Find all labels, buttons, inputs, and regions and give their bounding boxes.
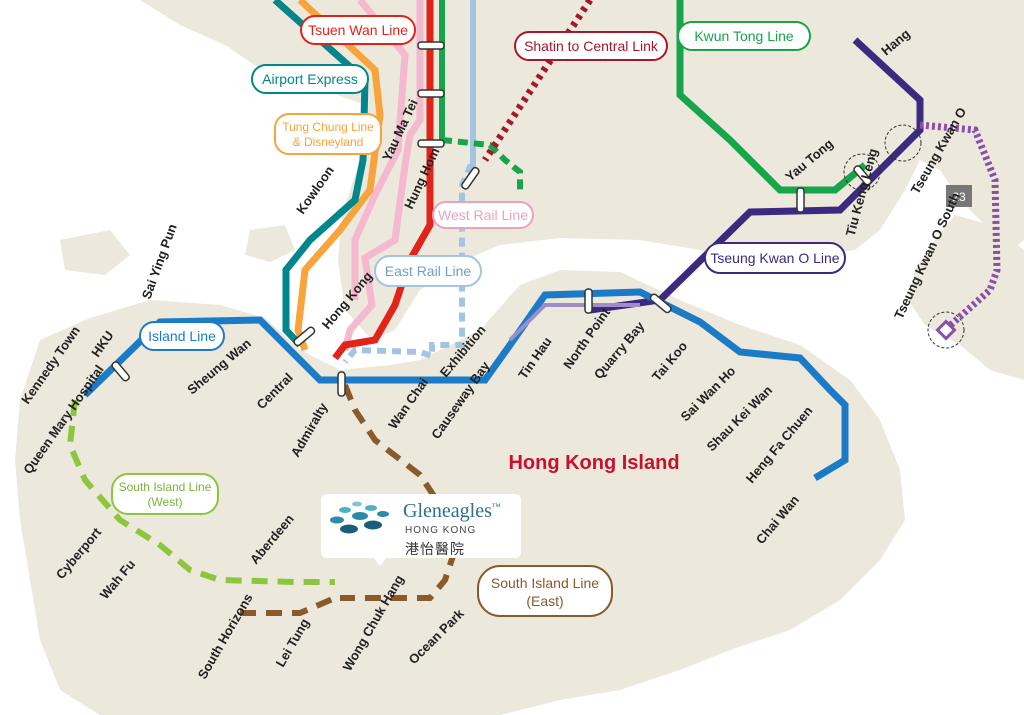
gleneagles-logo-mark	[330, 501, 389, 534]
south-island-east-branch	[240, 595, 337, 616]
station-circle-tiu-keng-leng	[843, 153, 881, 191]
land-lamma-edge	[150, 600, 360, 715]
gleneagles-logo: Gleneagles™ HONG KONG 港怡醫院	[321, 494, 521, 558]
line-label-tseung-kwan-o: Tseung Kwan O Line	[704, 242, 846, 274]
line-label-text: Tsuen Wan Line	[308, 22, 408, 38]
land-islet	[60, 230, 130, 275]
line-label-west-rail: West Rail Line	[432, 201, 534, 229]
east-rail-line-path	[341, 0, 424, 351]
line-label-text: & Disneyland	[293, 135, 364, 149]
line-label-text: Tseung Kwan O Line	[710, 250, 839, 266]
line-label-south-island-east: South Island Line (East)	[477, 565, 613, 617]
south-island-west-path	[66, 399, 335, 585]
gleneagles-chinese: 港怡醫院	[405, 542, 465, 558]
interchange-marker	[417, 41, 445, 50]
tko-south-dashed-path	[919, 121, 1001, 333]
kwun-tong-line-path	[676, 0, 868, 194]
line-label-text: East Rail Line	[385, 263, 472, 279]
land-hk-island	[15, 270, 905, 715]
gleneagles-sub: HONG KONG	[405, 525, 477, 536]
line-label-shatin-central: Shatin to Central Link	[514, 31, 668, 61]
interchange-marker	[461, 166, 480, 190]
line-label-tung-chung: Tung Chung Line & Disneyland	[274, 113, 382, 155]
island-line-path	[82, 288, 849, 482]
route-badge-box	[946, 185, 972, 207]
east-rail-pink-2	[351, 0, 409, 300]
land-tko	[908, 215, 1024, 380]
line-label-south-island-west: South Island Line (West)	[111, 473, 219, 515]
line-label-text: (East)	[526, 593, 563, 609]
kwun-tong-green-dashed	[441, 137, 523, 190]
line-label-text: Kwun Tong Line	[694, 28, 794, 44]
tung-chung-line-path	[294, 0, 384, 352]
land-islet-2	[245, 225, 295, 262]
line-label-text: South Island Line	[491, 575, 599, 591]
line-label-text: Shatin to Central Link	[524, 38, 659, 54]
line-label-text: West Rail Line	[438, 207, 528, 223]
line-label-text: (West)	[147, 495, 182, 509]
line-label-text: South Island Line	[119, 480, 212, 494]
line-label-text: Island Line	[148, 328, 216, 344]
island-line-parallel	[508, 303, 640, 342]
interchange-marker	[111, 361, 130, 382]
line-label-island: Island Line	[139, 321, 225, 351]
gleneagles-pointer	[372, 556, 388, 566]
tsuen-wan-line-path	[332, 0, 434, 361]
line-label-text: Tung Chung Line	[282, 120, 374, 134]
interchange-marker	[417, 89, 445, 98]
interchange-marker	[649, 293, 672, 314]
west-rail-line-path	[342, 0, 476, 364]
interchange-marker	[337, 371, 346, 397]
terminal-marker-tko-south	[935, 319, 957, 341]
interchange-marker	[853, 165, 872, 186]
region-label: Hong Kong Island	[508, 452, 679, 474]
interchange-marker	[293, 326, 316, 347]
line-label-kwun-tong: Kwun Tong Line	[677, 21, 811, 51]
line-label-airport-express: Airport Express	[251, 64, 369, 94]
gleneagles-name: Gleneagles™	[403, 500, 501, 522]
line-label-tsuen-wan: Tsuen Wan Line	[300, 15, 416, 45]
station-circle-tseung-kwan-o	[884, 124, 922, 162]
interchange-marker	[796, 187, 805, 213]
station-circle-tko-south	[927, 311, 965, 349]
interchange-marker	[584, 288, 593, 314]
interchange-markers	[111, 41, 872, 397]
airport-express-line-path	[272, 0, 369, 348]
interchange-marker	[417, 139, 445, 148]
line-label-east-rail: East Rail Line	[374, 255, 482, 287]
route-badge: 23	[952, 190, 966, 204]
line-label-text: Airport Express	[262, 71, 358, 87]
